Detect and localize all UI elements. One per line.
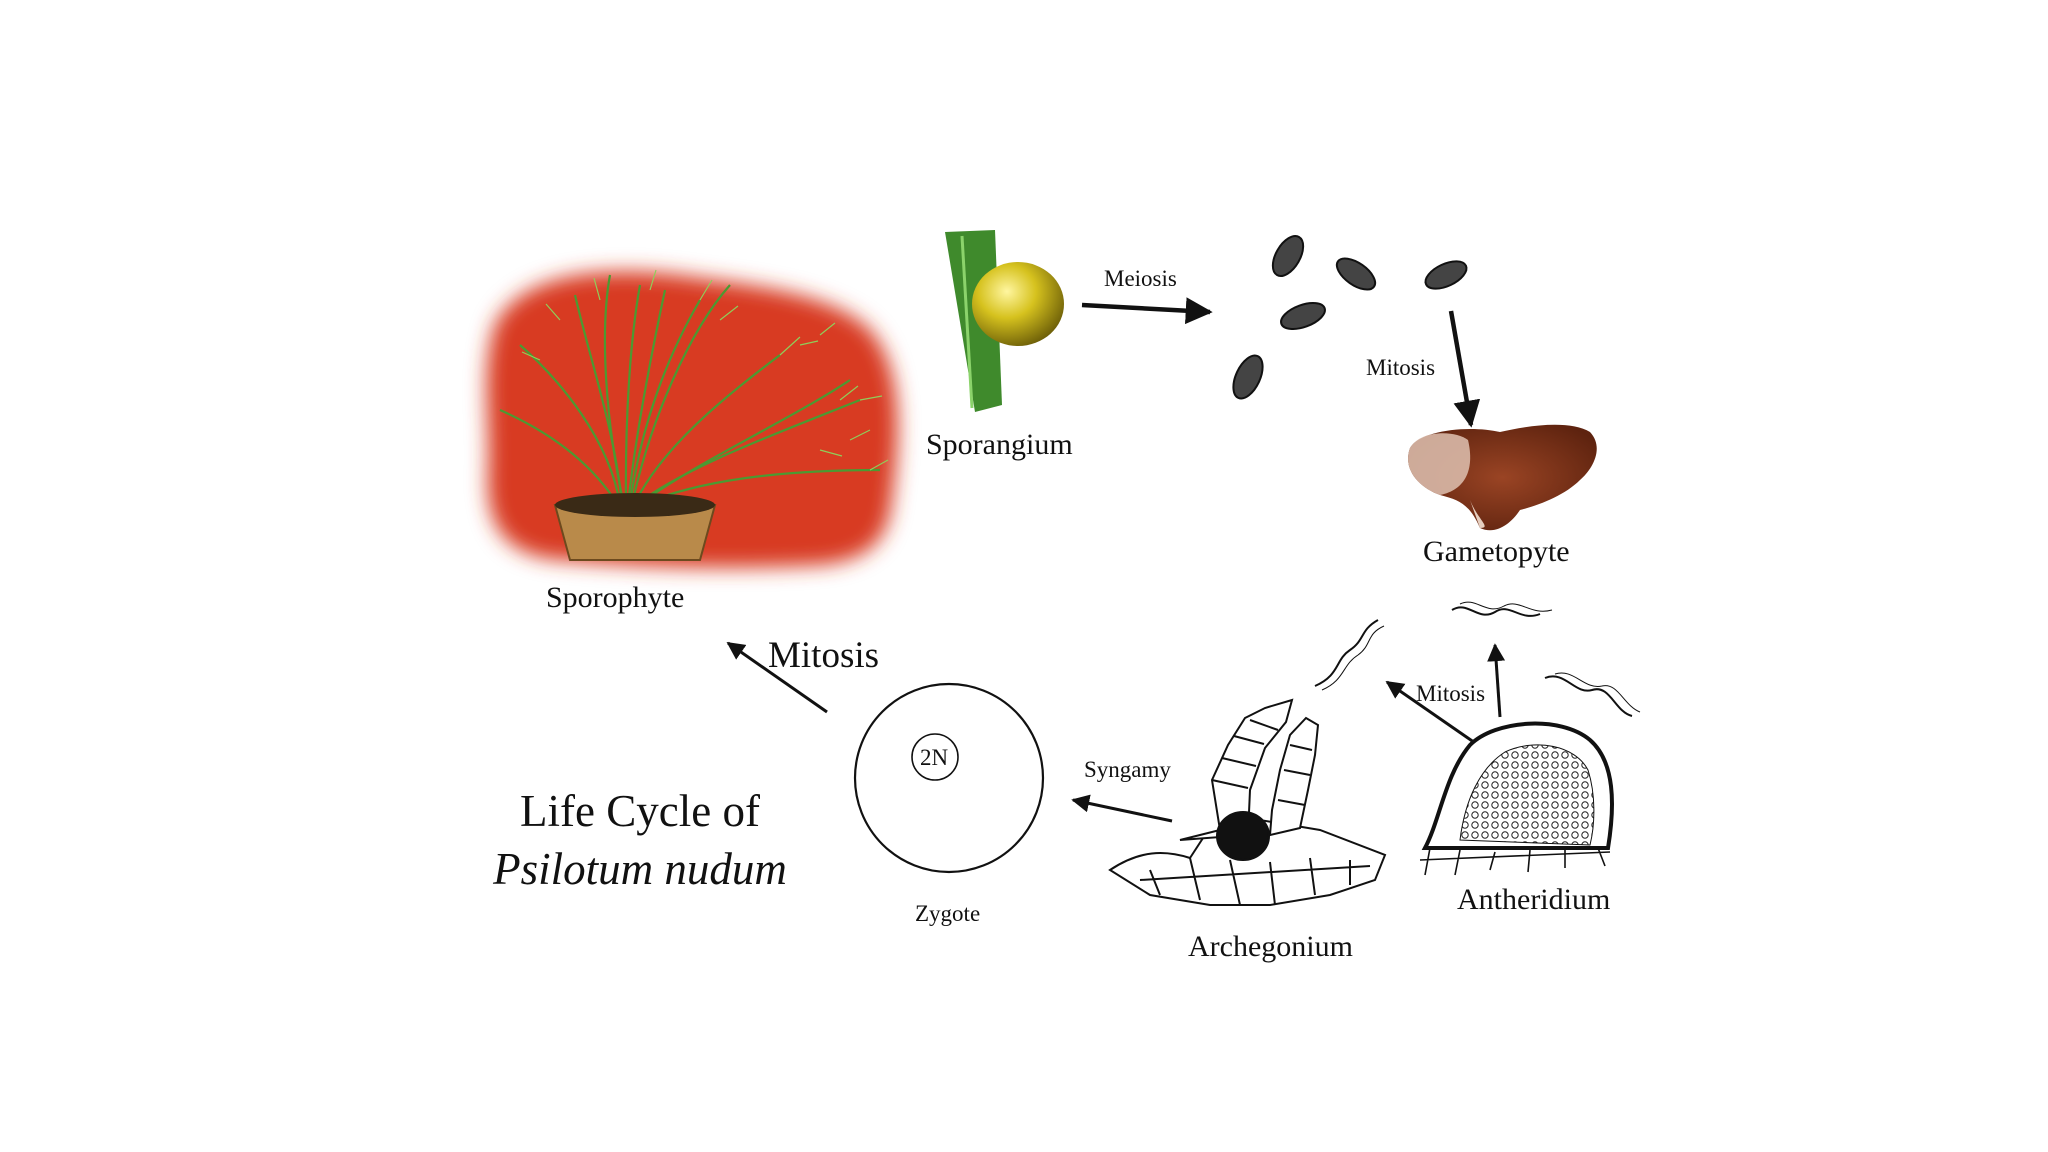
label-archegonium: Archegonium xyxy=(1188,930,1353,963)
archegonium-neck-right xyxy=(1268,716,1320,837)
label-gametophyte: Gametopyte xyxy=(1423,535,1570,568)
sperm xyxy=(1451,606,1541,617)
label-sporophyte: Sporophyte xyxy=(546,581,685,614)
mitosis-spores-arrow xyxy=(1448,310,1481,428)
gametophyte-tip xyxy=(1470,500,1485,528)
archegonium-neck-left xyxy=(1179,698,1294,841)
gametophyte-pale-lobe xyxy=(1408,433,1471,495)
mitosis-sperm-arrow xyxy=(1385,680,1479,747)
title-line-2: Psilotum nudum xyxy=(493,844,787,894)
red-backdrop xyxy=(486,271,898,568)
label-syngamy: Syngamy xyxy=(1084,757,1171,782)
pot-soil xyxy=(555,493,715,517)
diagram-title: Life Cycle of Psilotum nudum xyxy=(380,782,900,898)
sperm-cells xyxy=(1314,601,1641,717)
sperm-mass xyxy=(1459,744,1595,846)
label-zygote-ploidy: 2N xyxy=(920,745,949,770)
spore xyxy=(1280,302,1326,330)
archegonium-cell-walls xyxy=(1139,857,1371,906)
label-mitosis-sperm: Mitosis xyxy=(1416,681,1486,706)
branchlets xyxy=(521,269,889,471)
spore xyxy=(1335,257,1377,291)
archegonium-image xyxy=(1108,698,1387,906)
spore xyxy=(1232,354,1264,400)
mitosis-sperm-up-arrow xyxy=(1487,643,1506,718)
sperm-tail xyxy=(1321,625,1385,691)
antheridium-image xyxy=(1419,721,1614,876)
label-meiosis: Meiosis xyxy=(1104,266,1177,291)
cycle-arrows xyxy=(726,297,1506,823)
title-line-1: Life Cycle of xyxy=(520,786,760,836)
egg-cell xyxy=(1216,811,1270,861)
zygote-cell xyxy=(853,682,1045,874)
spores xyxy=(1232,235,1468,400)
meiosis-arrow xyxy=(1081,297,1213,325)
spore xyxy=(1271,235,1305,277)
stems xyxy=(499,274,881,507)
sporangium-image xyxy=(945,230,1064,412)
gametophyte-image xyxy=(1408,424,1597,531)
sperm xyxy=(1544,675,1633,717)
archegonium-base xyxy=(1108,818,1387,906)
sporophyte-image xyxy=(486,269,898,568)
neck-cell-walls xyxy=(1211,719,1313,806)
sperm-tail xyxy=(1554,672,1641,713)
label-antheridium: Antheridium xyxy=(1457,883,1611,916)
spore xyxy=(1424,260,1468,290)
zygote-image xyxy=(853,682,1045,874)
sperm xyxy=(1314,619,1379,687)
label-zygote: Zygote xyxy=(915,901,981,926)
zygote-nucleus xyxy=(911,733,959,781)
label-sporangium: Sporangium xyxy=(926,428,1073,461)
label-mitosis-sporophyte: Mitosis xyxy=(768,635,880,676)
sporangium-capsule xyxy=(972,262,1064,346)
antheridium-base xyxy=(1419,847,1611,876)
syngamy-arrow xyxy=(1071,794,1173,823)
sperm-tail xyxy=(1459,601,1553,612)
label-mitosis-spores: Mitosis xyxy=(1366,355,1436,380)
mitosis-sporophyte-arrow xyxy=(726,641,828,714)
stem-highlight xyxy=(960,235,974,409)
